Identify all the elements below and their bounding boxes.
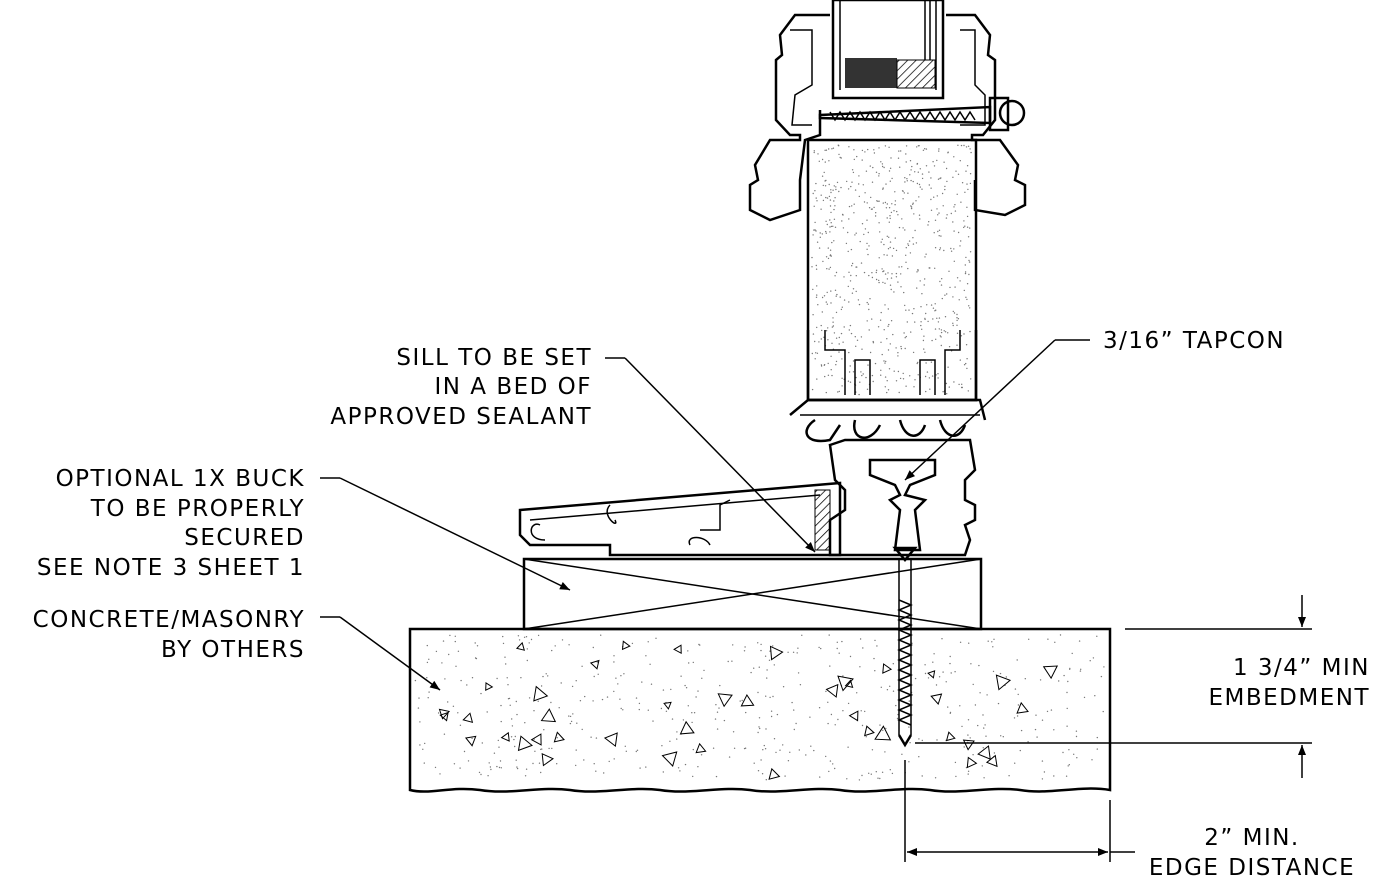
mullion-reinforcement — [806, 138, 978, 402]
leader-lines — [320, 339, 1090, 691]
left-frame-profile — [748, 13, 830, 222]
setting-block — [845, 58, 897, 88]
glass-pocket — [831, 0, 945, 100]
sill-note-line1: SILL TO BE SET — [396, 345, 592, 371]
embedment-label-line2: EMBEDMENT — [1208, 685, 1370, 711]
edge-distance-label-line1: 2” MIN. — [1204, 825, 1300, 851]
embedment-dimension — [915, 595, 1312, 778]
sill-note-line2: IN A BED OF — [434, 374, 592, 400]
buck-note-line1: OPTIONAL 1X BUCK — [56, 466, 305, 492]
embedment-label-line1: 1 3/4” MIN — [1233, 655, 1370, 681]
buck-note-line4: SEE NOTE 3 SHEET 1 — [37, 555, 305, 581]
wood-buck — [522, 557, 983, 631]
edge-distance-label-line2: EDGE DISTANCE — [1149, 855, 1355, 881]
tapcon-label: 3/16” TAPCON — [1103, 328, 1285, 354]
sill-frame-bottom — [789, 398, 987, 443]
sill-note-line3: APPROVED SEALANT — [330, 404, 592, 430]
tapcon-anchor — [892, 546, 918, 748]
frame-screw — [818, 96, 1026, 132]
sloped-sill — [518, 481, 842, 557]
concrete-note-line2: BY OTHERS — [161, 637, 305, 663]
concrete-substrate — [408, 627, 1112, 793]
edge-distance-dimension — [904, 760, 1135, 862]
concrete-note-line1: CONCRETE/MASONRY — [33, 607, 305, 633]
glazing-assembly — [831, 0, 945, 100]
buck-note-line2: TO BE PROPERLY — [90, 496, 305, 522]
sill-receptor — [828, 438, 977, 557]
buck-note-line3: SECURED — [184, 525, 305, 551]
